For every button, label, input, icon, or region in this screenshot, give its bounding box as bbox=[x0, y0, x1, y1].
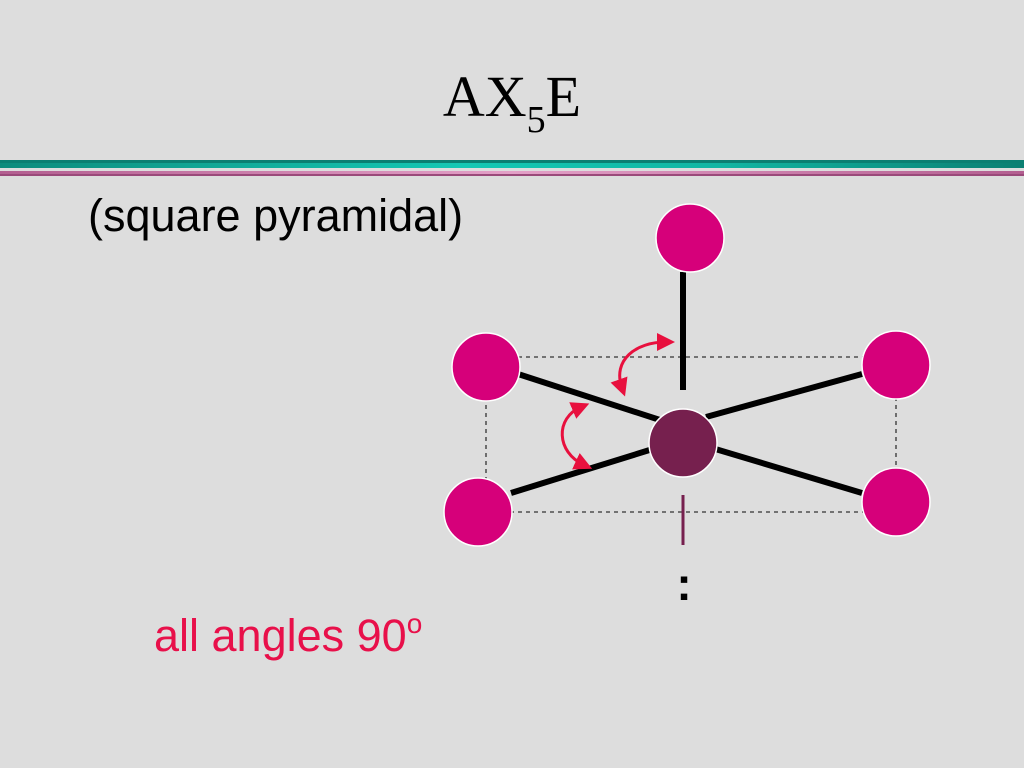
ligand-atom-axial bbox=[655, 203, 725, 273]
angle-arrows bbox=[560, 333, 675, 470]
title-main: AX bbox=[442, 64, 527, 129]
ligand-atom-back-right bbox=[861, 330, 931, 400]
bonds bbox=[510, 272, 863, 496]
ligand-atom-back-left bbox=[451, 332, 521, 402]
ligand-atom-front-left bbox=[443, 477, 513, 547]
bond-front-left bbox=[510, 445, 657, 496]
bond-front-right bbox=[711, 445, 863, 496]
slide-title: AX5E bbox=[0, 62, 1024, 141]
title-rule-pink-dark bbox=[0, 174, 1024, 176]
title-subscript: 5 bbox=[526, 99, 546, 141]
ligand-atoms bbox=[443, 203, 931, 547]
title-rule-teal-light bbox=[0, 163, 1024, 168]
geometry-subtitle: (square pyramidal) bbox=[88, 190, 464, 241]
angle-caption: all angles 90o bbox=[154, 608, 422, 670]
lone-pair-dots: : bbox=[676, 558, 691, 610]
title-rule-pink-light bbox=[0, 171, 1024, 174]
ligand-atom-front-right bbox=[861, 467, 931, 537]
title-suffix: E bbox=[545, 64, 582, 129]
bond-back-left bbox=[517, 371, 661, 423]
title-rule-teal-dark bbox=[0, 160, 1024, 163]
angle-arrow-axial bbox=[610, 333, 675, 397]
angle-caption-text: all angles 90 bbox=[154, 610, 407, 661]
degree-superscript: o bbox=[406, 608, 423, 639]
central-atom bbox=[648, 408, 718, 478]
bond-back-right bbox=[705, 371, 863, 420]
angle-arrow-equatorial bbox=[560, 402, 593, 470]
